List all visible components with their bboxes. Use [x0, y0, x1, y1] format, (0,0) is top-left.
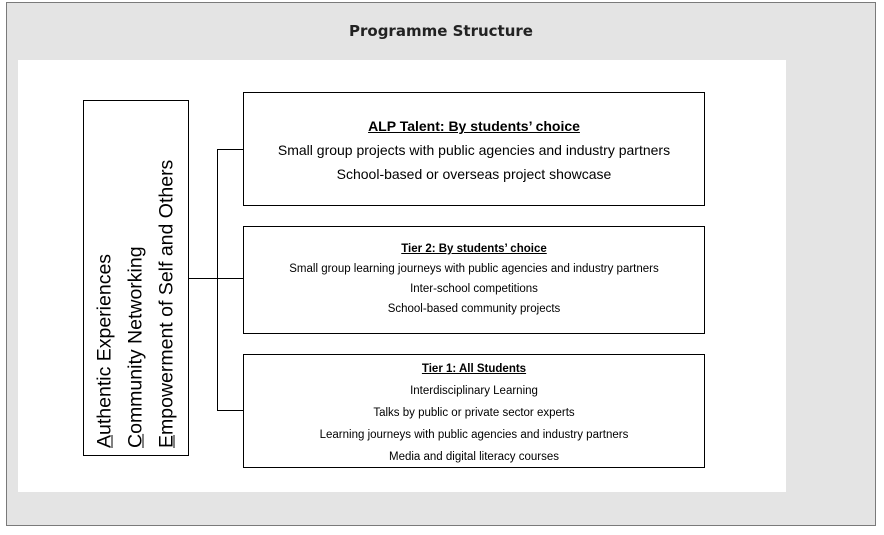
ace-line-empowerment: Empowerment of Self and Others [152, 108, 183, 448]
tier-1-box: Tier 1: All Students Interdisciplinary L… [243, 354, 705, 468]
connector-stem [189, 278, 217, 279]
ace-line-community: Community Networking [121, 108, 152, 448]
tier-2-item: Small group learning journeys with publi… [289, 263, 659, 275]
tier-2-item: Inter-school competitions [410, 283, 538, 295]
tier-2-item: School-based community projects [387, 303, 561, 315]
tier-1-item: Interdisciplinary Learning [410, 385, 538, 397]
ace-initial-a: A [93, 434, 116, 448]
ace-initial-e: E [155, 434, 178, 448]
alp-talent-item: School-based or overseas project showcas… [336, 166, 612, 182]
connector-alp [217, 149, 243, 150]
ace-framework-label: Authentic Experiences Community Networki… [90, 108, 183, 448]
tier-1-title: Tier 1: All Students [421, 363, 527, 375]
tier-2-title: Tier 2: By students’ choice [401, 243, 547, 255]
ace-line-authentic: Authentic Experiences [90, 108, 121, 448]
alp-talent-item: Small group projects with public agencie… [277, 142, 671, 158]
alp-talent-title: ALP Talent: By students’ choice [368, 118, 580, 134]
programme-structure-panel: Programme Structure Authentic Experience… [6, 2, 876, 526]
ace-framework-box: Authentic Experiences Community Networki… [83, 100, 189, 456]
connector-tier1 [217, 410, 243, 411]
connector-spine [217, 149, 218, 411]
tier-1-item: Media and digital literacy courses [388, 451, 560, 463]
connector-tier2 [217, 278, 243, 279]
ace-initial-c: C [124, 433, 147, 448]
ace-rest-a: uthentic Experiences [93, 253, 116, 435]
tier-1-item: Learning journeys with public agencies a… [319, 429, 629, 441]
page-title: Programme Structure [349, 22, 533, 40]
tier-1-item: Talks by public or private sector expert… [373, 407, 575, 419]
ace-rest-c: ommunity Networking [124, 246, 147, 434]
alp-talent-box: ALP Talent: By students’ choice Small gr… [243, 92, 705, 206]
programme-structure-diagram: Authentic Experiences Community Networki… [18, 60, 786, 492]
tier-2-box: Tier 2: By students’ choice Small group … [243, 226, 705, 334]
ace-rest-e: mpowerment of Self and Others [155, 159, 178, 435]
